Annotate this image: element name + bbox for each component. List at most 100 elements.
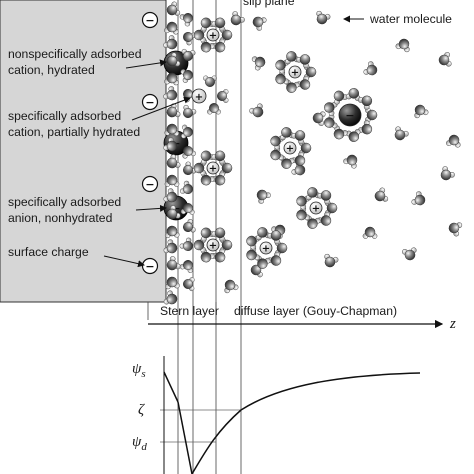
specific-cation-arrow [131, 96, 191, 121]
svg-text:−: − [145, 178, 154, 191]
water-molecule [164, 72, 179, 86]
hydration-water [280, 127, 295, 141]
hydrated-cation-cluster: + [193, 17, 233, 53]
specifically-adsorbed-cation: + [191, 75, 229, 115]
water-molecule [316, 10, 331, 25]
specific-anion-arrow [135, 204, 167, 212]
surface-charge-minus: − [141, 93, 159, 111]
hydration-water [256, 255, 271, 269]
hydration-water [267, 230, 282, 245]
water-molecule [438, 52, 452, 67]
water-molecule [179, 260, 193, 273]
zeta-label: ζ [138, 402, 145, 418]
hydration-water [275, 70, 289, 85]
water-molecule [402, 247, 417, 261]
water-molecule [183, 104, 197, 118]
hydration-water [345, 129, 361, 142]
specific-anion-label-2: anion, nonhydrated [8, 211, 112, 225]
surface-charge-minus: − [141, 11, 159, 29]
specific-anion-label-1: specifically adsorbed [8, 195, 121, 209]
water-molecule [414, 104, 429, 119]
surface-charge-arrow [103, 255, 145, 268]
water-molecule [181, 124, 193, 139]
water-molecules [163, 1, 463, 305]
slip-plane-label: slip plane [243, 0, 295, 8]
water-molecule [179, 237, 193, 251]
hydration-water [285, 51, 300, 65]
water-molecule [312, 111, 326, 126]
psi-d-label: ψd [132, 434, 147, 453]
potential-linear-drop [163, 371, 179, 403]
z-axis-label: z [449, 316, 456, 332]
water-molecule [183, 161, 197, 175]
hydrated-cation-cluster: + [296, 187, 338, 229]
water-molecule [163, 35, 178, 50]
water-molecule [217, 89, 229, 103]
water-molecule [324, 253, 339, 268]
specific-cation-label-1: specifically adsorbed [8, 109, 121, 123]
hydration-water [324, 114, 338, 129]
svg-text:−: − [145, 260, 154, 273]
water-molecule [411, 191, 426, 206]
water-molecule [252, 16, 267, 31]
water-molecule [362, 226, 378, 239]
svg-text:−: − [145, 96, 154, 109]
water-molecule [163, 137, 178, 152]
water-molecule [446, 134, 461, 148]
nonspecific-cation-label-2: cation, hydrated [8, 63, 95, 77]
hydration-water [256, 227, 271, 241]
water-molecule [166, 52, 181, 67]
hydration-water [267, 251, 282, 266]
water-molecule [230, 11, 245, 26]
hydrated-cation-cluster: + [270, 127, 312, 169]
potential-diffuse-curve [191, 372, 421, 474]
water-molecule [166, 154, 181, 169]
svg-text:+: + [209, 31, 217, 42]
stern-layer-label: Stern layer [160, 304, 219, 318]
hydration-water [211, 171, 226, 186]
svg-text:+: + [286, 144, 294, 155]
water-molecule [180, 203, 195, 215]
svg-text:−: − [171, 202, 180, 215]
water-molecule [165, 276, 180, 290]
svg-text:+: + [209, 241, 217, 252]
psi-s-label: ψs [132, 361, 146, 380]
hydration-water [306, 187, 321, 201]
hydration-water [317, 190, 332, 205]
water-molecule [182, 146, 196, 159]
water-molecule [179, 180, 193, 194]
water-molecule [395, 38, 410, 53]
hydration-water [365, 107, 378, 123]
water-molecule [166, 1, 181, 16]
water-molecule [164, 123, 180, 137]
water-molecule [163, 239, 178, 254]
water-molecule [164, 174, 180, 187]
water-molecule [249, 103, 264, 118]
hydration-water [211, 150, 226, 165]
water-molecule [183, 219, 196, 233]
water-molecule [166, 205, 181, 220]
hydrated-cation-cluster: + [193, 150, 233, 186]
hydration-water [296, 54, 311, 69]
hydration-water [358, 95, 373, 110]
hydrated-cation-cluster: + [193, 227, 233, 263]
svg-text:−: − [345, 109, 354, 122]
svg-text:+: + [291, 68, 299, 79]
water-molecule [163, 188, 178, 203]
diffuse-layer-label: diffuse layer (Gouy-Chapman) [234, 304, 397, 318]
hydrated-ions: + + − + + + + + + [191, 17, 378, 269]
water-molecule [164, 225, 180, 239]
svg-text:+: + [262, 244, 270, 255]
water-molecule [166, 103, 181, 118]
water-molecule [374, 187, 389, 202]
hydration-water [358, 120, 373, 135]
hydration-water [291, 130, 306, 145]
water-molecule [164, 21, 179, 35]
water-molecule [180, 69, 193, 83]
water-molecule [179, 13, 193, 27]
water-molecule [440, 166, 455, 181]
hydration-water [317, 211, 332, 226]
water-molecule [363, 61, 378, 76]
water-molecule [166, 256, 181, 271]
